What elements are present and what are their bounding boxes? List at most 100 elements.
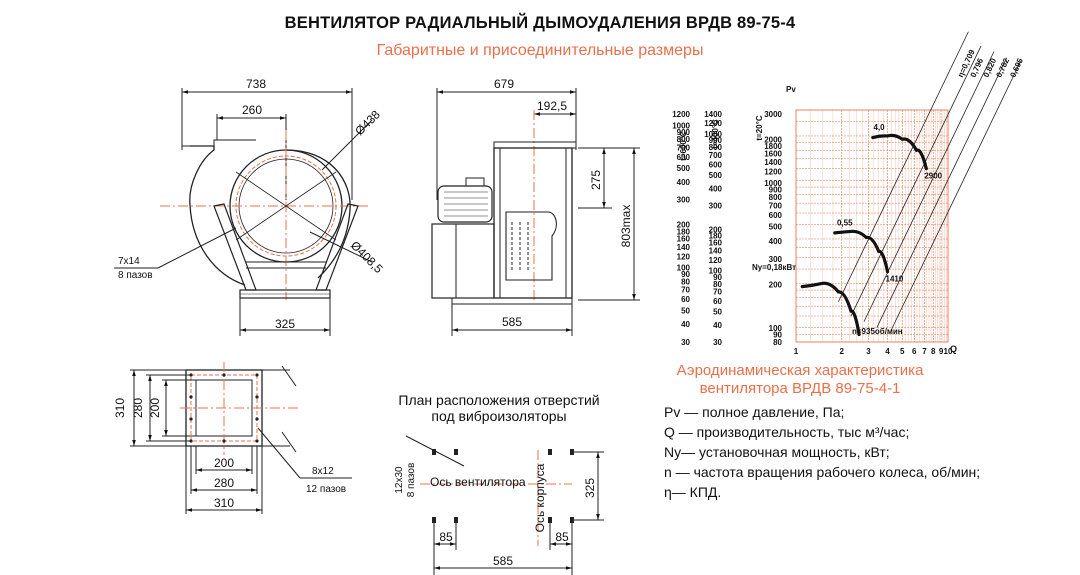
side-dim-height-part: 275	[589, 170, 603, 190]
side-dim-base: 585	[502, 315, 522, 329]
y-tick-label: 120	[709, 256, 723, 265]
plan-title-line1: План расположения отверстий	[398, 392, 600, 408]
flange-dim-h-mid: 280	[131, 398, 145, 418]
curve-power-label: 4,0	[874, 123, 886, 132]
y-tick-label: 40	[713, 321, 722, 330]
curve-rpm-label: 2900	[924, 172, 942, 181]
front-dim-diam-outer: Ø438	[352, 107, 383, 138]
y-tick-label: 100	[709, 267, 723, 276]
x-tick-label: 9	[939, 347, 944, 356]
y-tick-label: 1400	[764, 158, 782, 167]
y-tick-label: 180	[709, 232, 723, 241]
y-tick-label: 900	[709, 136, 723, 145]
y-tick-label: 600	[769, 211, 783, 220]
flange-dim-w-inner: 200	[214, 456, 234, 470]
y-tick-label: 50	[713, 308, 722, 317]
y-tick-label: 100	[677, 264, 691, 273]
efficiency-line	[876, 57, 1008, 328]
y-tick-label: 120	[677, 252, 691, 261]
y-tick-label: 500	[709, 171, 723, 180]
side-dim-height-max: 803max	[619, 205, 633, 248]
efficiency-label: 0,695	[1008, 56, 1025, 78]
y-tick-label: 90	[681, 270, 690, 279]
y-tick-label: 50	[681, 306, 690, 315]
legend-eta: η— КПД.	[664, 484, 722, 500]
y-tick-label: 400	[709, 184, 723, 193]
plan-dim-total: 585	[493, 554, 513, 568]
y-tick-label: 140	[677, 243, 691, 252]
y-tick-label: 1800	[764, 142, 782, 151]
y-tick-label: 800	[677, 135, 691, 144]
legend-ny: Ny— установочная мощность, кВт;	[664, 444, 890, 460]
flange-holes-count: 12 пазов	[306, 484, 346, 495]
side-dim-offset: 192,5	[537, 99, 567, 113]
y-tick-label: 900	[677, 128, 691, 137]
plan-holes	[432, 449, 574, 523]
chart-grid	[795, 109, 949, 343]
y-tick-label: 3000	[764, 110, 782, 119]
y-tick-label: 1200	[672, 110, 690, 119]
chart-n-label: n=935об/мин	[852, 327, 903, 336]
y-tick-label: 60	[681, 295, 690, 304]
y-tick-label: 500	[769, 223, 783, 232]
efficiency-line	[850, 45, 982, 317]
side-dim-top: 679	[494, 77, 514, 91]
y-tick-label: 30	[713, 338, 722, 347]
y-tick-label: 80	[681, 277, 690, 286]
y-tick-label: 1000	[672, 121, 690, 130]
x-tick-label: 10	[944, 347, 953, 356]
y-tick-label: 90	[773, 331, 782, 340]
chart-temp-400: t=400°C	[711, 119, 720, 149]
grid-frame	[795, 109, 949, 343]
x-tick-label: 5	[900, 347, 905, 356]
legend-pv: Pv — полное давление, Па;	[664, 404, 845, 420]
y-tick-label: 1600	[764, 150, 782, 159]
chart-caption-line1: Аэродинамическая характеристика	[676, 362, 924, 379]
plan-view	[405, 435, 604, 575]
y-tick-label: 80	[773, 338, 782, 347]
plan-hole-size: 12x30	[394, 466, 405, 494]
y-tick-label: 180	[677, 227, 691, 236]
y-tick-label: 1200	[764, 168, 782, 177]
y-tick-label: 70	[681, 286, 690, 295]
plan-dim-side: 325	[583, 478, 597, 498]
flange-dim-h-outer: 310	[113, 398, 127, 418]
curve-935	[800, 281, 861, 337]
y-tick-label: 140	[709, 247, 723, 256]
plan-title-line2: под виброизоляторы	[431, 408, 567, 424]
chart-x-label: Q	[950, 344, 957, 354]
x-tick-label: 6	[912, 347, 917, 356]
y-tick-label: 70	[713, 288, 722, 297]
chart-y-ticks: 1200100090080070060050040030020018016014…	[672, 110, 782, 347]
y-tick-label: 400	[677, 178, 691, 187]
front-dim-top: 738	[246, 77, 266, 91]
y-tick-label: 300	[709, 201, 723, 210]
y-tick-label: 1400	[704, 110, 722, 119]
front-view	[114, 88, 373, 336]
y-tick-label: 1000	[764, 179, 782, 188]
y-tick-label: 700	[677, 143, 691, 152]
flange-dim-h-inner: 200	[148, 398, 162, 418]
flange-holes-size: 8x12	[312, 466, 334, 477]
x-tick-label: 1	[794, 347, 799, 356]
side-view	[431, 88, 640, 336]
y-tick-label: 400	[769, 237, 783, 246]
page-subtitle: Габаритные и присоединительные размеры	[376, 42, 704, 59]
y-tick-label: 2000	[764, 136, 782, 145]
y-tick-label: 100	[769, 324, 783, 333]
chart-ny-label: Ny=0,18кВт	[752, 263, 796, 272]
curve-power-label: 0,55	[837, 218, 853, 227]
chart-temp-20: t=20°C	[755, 115, 764, 140]
front-holes-count: 8 пазов	[118, 270, 153, 281]
flange-dim-w-outer: 310	[214, 496, 234, 510]
x-tick-label: 3	[866, 347, 871, 356]
front-holes-size: 7x14	[118, 256, 140, 267]
y-tick-label: 500	[677, 164, 691, 173]
y-tick-label: 700	[769, 202, 783, 211]
efficiency-line	[863, 51, 995, 322]
y-tick-label: 900	[769, 186, 783, 195]
y-tick-label: 700	[709, 151, 723, 160]
